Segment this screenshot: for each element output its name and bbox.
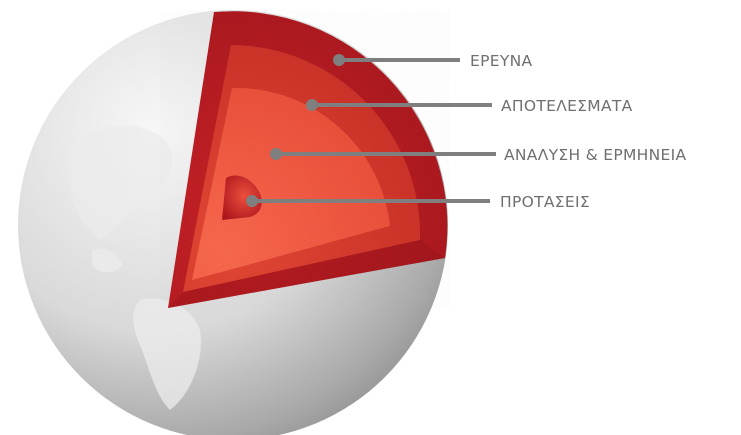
callout-dot [333,54,345,66]
texture-overlay [160,10,450,310]
callout-dot [306,99,318,111]
label-research: ΕΡΕΥΝΑ [470,52,532,70]
label-proposals: ΠΡΟΤΑΣΕΙΣ [500,193,590,211]
layer-wedge [160,10,450,310]
label-results: ΑΠΟΤΕΛΕΣΜΑΤΑ [501,97,633,115]
label-analysis: ΑΝΑΛΥΣΗ & ΕΡΜΗΝΕΙΑ [504,146,686,164]
callout-dot [270,148,282,160]
callout-dot [246,195,258,207]
